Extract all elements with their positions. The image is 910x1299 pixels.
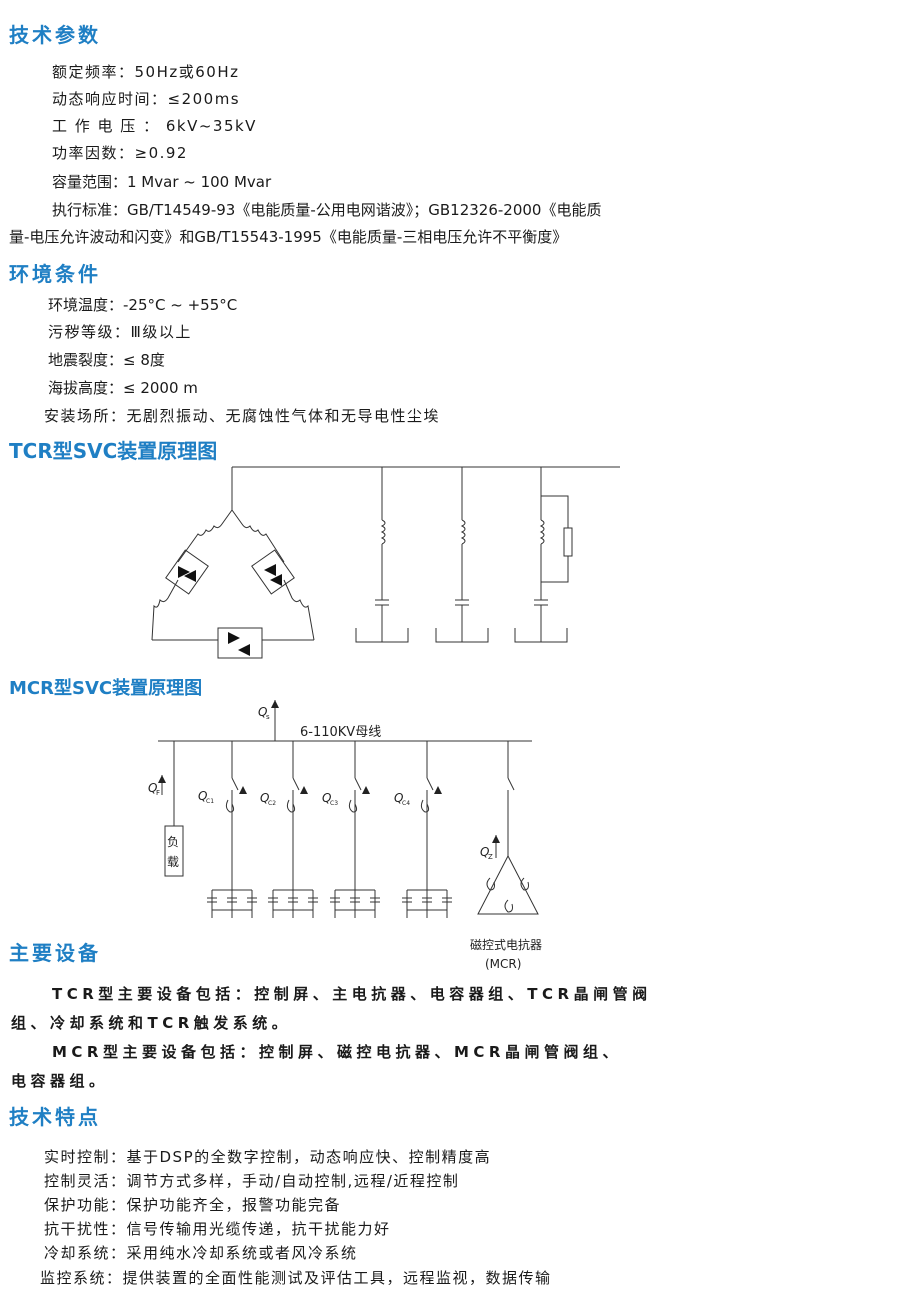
mcr-diagram: 6-110KV母线 Q s Q F 负 载 Q C1 Q C2 Q C3 Q C… [148, 700, 542, 971]
env-altitude: 海拔高度：≤ 2000 m [48, 379, 198, 397]
equipment-mcr-line-1: MCR型主要设备包括：控制屏、磁控电抗器、MCR晶闸管阀组、 [52, 1043, 622, 1061]
mcr-q-c4-sub: C4 [402, 800, 410, 807]
param-capacity: 容量范围：1 Mvar ~ 100 Mvar [52, 173, 272, 191]
param-standard-line-2: 量-电压允许波动和闪变》和GB/T15543-1995《电能质量-三相电压允许不… [9, 228, 568, 246]
mcr-load-label-1: 负 [167, 835, 179, 849]
feature-cooling: 冷却系统：采用纯水冷却系统或者风冷系统 [44, 1244, 358, 1262]
env-temperature: 环境温度：-25°C ~ +55°C [48, 296, 238, 314]
env-pollution-level: 污秽等级：Ⅲ级以上 [48, 323, 192, 341]
section-title-equipment: 主要设备 [9, 941, 101, 965]
feature-flexible-control: 控制灵活：调节方式多样，手动/自动控制,远程/近程控制 [44, 1172, 460, 1190]
param-response-time: 动态响应时间：≤200ms [52, 90, 241, 108]
equipment-tcr-line-2: 组、冷却系统和TCR触发系统。 [11, 1014, 292, 1032]
feature-monitoring: 监控系统：提供装置的全面性能测试及评估工具，远程监视，数据传输 [40, 1269, 552, 1287]
feature-realtime-control: 实时控制：基于DSP的全数字控制，动态响应快、控制精度高 [44, 1148, 492, 1166]
section-title-features: 技术特点 [9, 1105, 101, 1129]
mcr-q-source-sub: s [266, 713, 270, 721]
param-rated-frequency: 额定频率：50Hz或60Hz [52, 63, 240, 81]
equipment-mcr-line-2: 电容器组。 [11, 1072, 109, 1090]
mcr-q-c2: Q [260, 791, 269, 805]
tcr-diagram [151, 466, 620, 659]
mcr-q-c2-sub: C2 [268, 800, 276, 807]
mcr-q-c3: Q [322, 791, 331, 805]
section-title-environment: 环境条件 [9, 262, 101, 286]
mcr-q-c4: Q [394, 791, 403, 805]
env-seismic: 地震裂度：≤ 8度 [48, 351, 165, 369]
mcr-q-source: Q [258, 705, 267, 719]
mcr-load-label-2: 载 [167, 855, 179, 869]
equipment-tcr-line-1: TCR型主要设备包括：控制屏、主电抗器、电容器组、TCR晶闸管阀 [52, 985, 652, 1003]
mcr-q-load: Q [148, 781, 157, 795]
mcr-q-c3-sub: C3 [330, 800, 338, 807]
env-installation: 安装场所：无剧烈振动、无腐蚀性气体和无导电性尘埃 [44, 407, 441, 425]
mcr-q-load-sub: F [156, 789, 160, 797]
mcr-q-c1: Q [198, 789, 207, 803]
param-standard-line-1: 执行标准：GB/T14549-93《电能质量-公用电网谐波》；GB12326-2… [52, 201, 602, 219]
feature-protection: 保护功能：保护功能齐全，报警功能完备 [44, 1196, 342, 1214]
feature-anti-interference: 抗干扰性：信号传输用光缆传递，抗干扰能力好 [44, 1220, 391, 1238]
param-voltage: 工 作 电 压 ： 6kV~35kV [52, 117, 257, 135]
tcr-diagram-title: TCR型SVC装置原理图 [9, 439, 218, 463]
mcr-bus-label: 6-110KV母线 [300, 725, 381, 740]
section-title-tech-params: 技术参数 [9, 23, 101, 47]
mcr-reactor-label: 磁控式电抗器 [470, 937, 542, 952]
mcr-reactor-abbr: (MCR) [485, 957, 521, 971]
mcr-q-z: Q [480, 845, 489, 859]
param-power-factor: 功率因数：≥0.92 [52, 144, 188, 162]
mcr-q-c1-sub: C1 [206, 798, 214, 805]
mcr-q-z-sub: Z [488, 853, 493, 861]
mcr-diagram-title: MCR型SVC装置原理图 [9, 678, 203, 699]
